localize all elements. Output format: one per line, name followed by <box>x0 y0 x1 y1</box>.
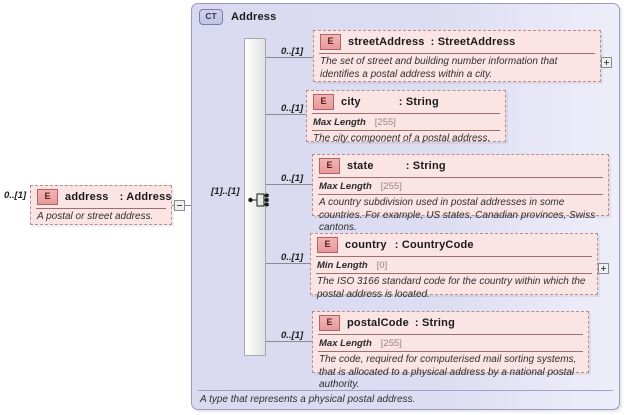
container-title: Address <box>231 11 277 23</box>
complex-type-icon: CT <box>199 9 223 25</box>
element-box-address[interactable]: E address : Address A postal or street a… <box>30 185 172 225</box>
connector-line <box>266 57 313 58</box>
divider <box>316 256 592 257</box>
element-header: E country : CountryCode <box>311 234 597 256</box>
child-cardinality-label-2: 0..[1] <box>281 173 304 184</box>
element-name: state <box>347 160 374 172</box>
divider <box>312 113 500 114</box>
element-doc: A postal or street address. <box>37 211 154 222</box>
root-cardinality-label: 0..[1] <box>4 190 27 201</box>
element-box-city[interactable]: E city : String Max Length [255] The cit… <box>306 90 506 144</box>
element-doc: The city component of a postal address. <box>313 133 491 144</box>
container-doc: A type that represents a physical postal… <box>200 394 416 405</box>
sequence-cardinality-label: [1]..[1] <box>211 186 240 197</box>
element-name: address <box>65 191 109 203</box>
facet-key: Max Length <box>313 116 366 128</box>
element-name: postalCode <box>347 317 409 329</box>
connector-line <box>266 263 310 264</box>
element-name: city <box>341 96 361 108</box>
divider <box>316 273 592 274</box>
facet-value: [255] <box>380 337 402 349</box>
container-header: CT Address <box>199 9 276 25</box>
element-type: : Address <box>119 191 172 203</box>
element-icon: E <box>319 315 340 331</box>
child-cardinality-label-4: 0..[1] <box>281 330 304 341</box>
element-header-address: E address : Address <box>31 186 172 208</box>
divider <box>318 334 583 335</box>
element-icon: E <box>37 189 58 205</box>
child-cardinality-label-1: 0..[1] <box>281 103 304 114</box>
element-type: : String <box>398 96 439 108</box>
divider <box>319 53 595 54</box>
element-icon: E <box>317 237 338 253</box>
element-type: : String <box>414 317 456 329</box>
element-header: E city : String <box>307 91 505 113</box>
element-icon: E <box>313 94 334 110</box>
facet-value: [0] <box>376 259 388 271</box>
element-header: E state : String <box>313 155 608 177</box>
facet-row: Max Length [255] <box>307 114 505 130</box>
connector-line <box>266 184 312 185</box>
divider <box>318 194 603 195</box>
element-header: E streetAddress : StreetAddress <box>314 31 600 53</box>
element-icon: E <box>320 34 341 50</box>
element-box-country[interactable]: E country : CountryCode Min Length [0] T… <box>310 233 598 300</box>
expand-toggle-streetAddress[interactable] <box>601 57 612 68</box>
facet-key: Max Length <box>319 180 372 192</box>
divider <box>36 208 166 209</box>
element-doc: The code, required for computerised mail… <box>319 354 577 390</box>
element-box-state[interactable]: E state : String Max Length [255] A coun… <box>312 154 609 233</box>
facet-row: Max Length [255] <box>313 178 608 194</box>
sequence-icon <box>248 193 269 207</box>
divider <box>198 390 613 391</box>
connector-line <box>266 114 306 115</box>
element-doc: The ISO 3166 standard code for the count… <box>317 276 586 300</box>
element-doc: A country subdivision used in postal add… <box>319 197 596 233</box>
expand-toggle-country[interactable] <box>598 263 609 274</box>
facet-row: Min Length [0] <box>311 257 597 273</box>
element-type: : String <box>405 160 446 172</box>
element-name: streetAddress <box>348 36 425 48</box>
element-name: country <box>345 239 387 251</box>
element-doc: The set of street and building number in… <box>320 56 558 80</box>
divider <box>318 351 583 352</box>
divider <box>318 177 603 178</box>
element-header: E postalCode : String <box>313 312 588 334</box>
child-cardinality-label-0: 0..[1] <box>281 46 304 57</box>
facet-value: [255] <box>380 180 402 192</box>
child-cardinality-label-3: 0..[1] <box>281 252 304 263</box>
divider <box>312 130 500 131</box>
facet-key: Max Length <box>319 337 372 349</box>
element-type: : StreetAddress <box>430 36 516 48</box>
connector-line <box>266 341 312 342</box>
connector-line <box>172 205 174 206</box>
facet-key: Min Length <box>317 259 368 271</box>
element-type: : CountryCode <box>394 239 474 251</box>
facet-value: [255] <box>374 116 396 128</box>
facet-row: Max Length [255] <box>313 335 588 351</box>
element-box-postalCode[interactable]: E postalCode : String Max Length [255] T… <box>312 311 589 390</box>
collapse-toggle-address[interactable] <box>174 200 185 211</box>
element-icon: E <box>319 158 340 174</box>
element-box-streetAddress[interactable]: E streetAddress : StreetAddress The set … <box>313 30 601 82</box>
